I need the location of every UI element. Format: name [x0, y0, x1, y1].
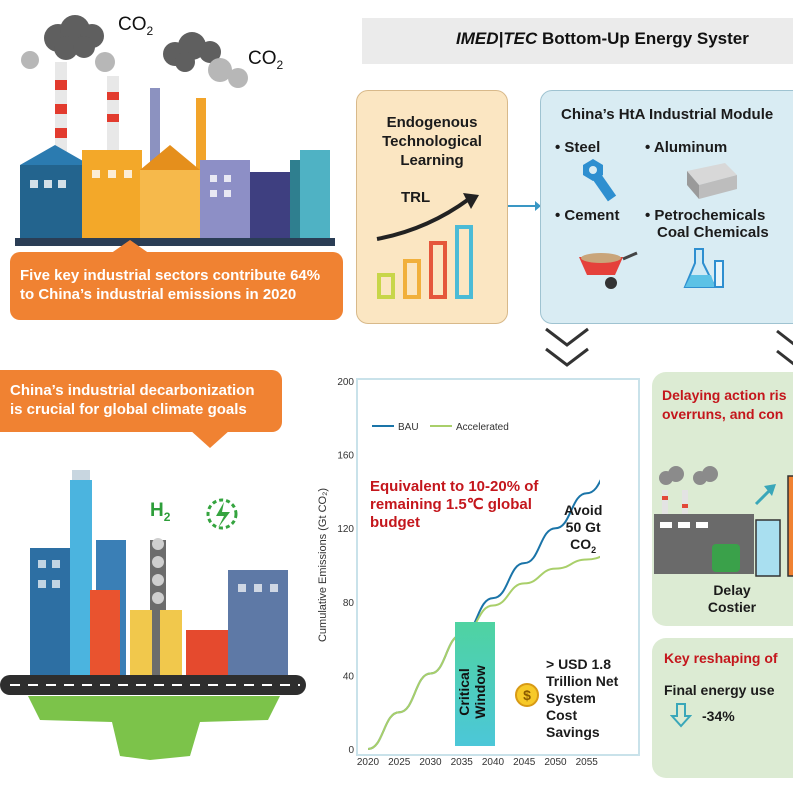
- critical-window-band: [455, 622, 495, 746]
- banner-line-2: to China’s industrial emissions in 2020: [20, 286, 297, 303]
- decarb-line-1: China’s industrial decarbonization: [10, 382, 255, 399]
- avoid-annotation: Avoid 50 Gt CO2: [564, 502, 602, 559]
- savings-annotation: > USD 1.8 Trillion Net System Cost Savin…: [546, 656, 618, 741]
- avoid-line-3: CO2: [570, 536, 597, 555]
- y-tick-label: 160: [337, 451, 354, 462]
- svg-text:$: $: [523, 687, 531, 703]
- h2-label: H2: [150, 500, 171, 524]
- learning-line-1: Endogenous: [386, 114, 478, 131]
- model-name: IMED|TEC: [456, 29, 538, 48]
- factory-emissions-icon: [15, 15, 335, 246]
- chemistry-flask-icon: [683, 248, 724, 288]
- x-tick-label: 2025: [388, 757, 411, 768]
- decarbonization-banner: China’s industrial decarbonization is cr…: [0, 370, 282, 448]
- y-tick-label: 0: [348, 745, 354, 756]
- x-tick-label: 2045: [513, 757, 536, 768]
- industrial-module-box: China’s HtA Industrial Module • Steel • …: [540, 90, 793, 324]
- x-tick-label: 2055: [576, 757, 599, 768]
- green-factory-illustration: H2: [0, 460, 310, 780]
- savings-line-3: System: [546, 690, 596, 706]
- down-arrow-icon: [670, 703, 692, 728]
- critical-line-1: Critical: [456, 668, 472, 716]
- aluminum-ingot-icon: [687, 163, 737, 199]
- right-arrow-icon: [505, 201, 541, 211]
- delay-factory-icon: [654, 466, 793, 577]
- factory-illustration-top: CO2 CO2: [0, 0, 350, 330]
- budget-annotation: Equivalent to 10-20% of remaining 1.5℃ g…: [370, 478, 538, 532]
- y-axis-label: Cumulative Emissions (Gt CO₂): [317, 488, 329, 642]
- final-energy-label: Final energy use: [664, 682, 775, 698]
- decarb-line-2: is crucial for global climate goals: [10, 401, 247, 418]
- delay-line-2: overruns, and con: [662, 406, 784, 422]
- x-tick-label: 2020: [357, 757, 380, 768]
- delay-caption-1: Delay: [713, 582, 751, 598]
- banner-pointer-down-icon: [190, 430, 230, 448]
- y-tick-label: 80: [343, 598, 355, 609]
- page-title: IMED|TEC Bottom-Up Energy Syster: [456, 29, 749, 49]
- module-title: China’s HtA Industrial Module: [561, 106, 774, 123]
- page-title-bar: IMED|TEC Bottom-Up Energy Syster: [362, 18, 793, 64]
- emissions-share-banner: Five key industrial sectors contribute 6…: [10, 240, 343, 320]
- module-item-aluminum: Aluminum: [653, 139, 728, 156]
- banner-pointer-icon: [110, 240, 150, 254]
- clean-industry-icon: [0, 470, 306, 760]
- critical-line-2: Window: [472, 665, 488, 719]
- delay-cost-box: Delaying action ris overruns, and con De…: [652, 372, 793, 626]
- x-tick-label: 2035: [451, 757, 474, 768]
- avoid-line-2: 50 Gt: [565, 519, 601, 535]
- dollar-coin-icon: $: [515, 683, 539, 707]
- learning-line-2: Technological: [382, 133, 482, 150]
- wheelbarrow-icon: [579, 251, 638, 289]
- legend-label: BAU: [398, 422, 419, 433]
- module-item-coal-chemicals: Coal Chemicals: [657, 224, 769, 241]
- bolt-nut-icon: [583, 159, 617, 202]
- y-tick-label: 120: [337, 524, 354, 535]
- savings-line-5: Savings: [546, 724, 600, 740]
- module-item-cement: Cement: [564, 207, 620, 224]
- learning-line-3: Learning: [400, 152, 464, 169]
- y-tick-label: 40: [343, 671, 355, 682]
- reshaping-box: Key reshaping of Final energy use -34%: [652, 638, 793, 778]
- budget-line-1: Equivalent to 10-20% of: [370, 478, 539, 495]
- budget-line-3: budget: [370, 514, 420, 531]
- budget-line-2: remaining 1.5℃ global: [370, 496, 532, 513]
- technological-learning-box: Endogenous Technological Learning TRL: [356, 90, 508, 324]
- x-tick-label: 2050: [544, 757, 567, 768]
- savings-line-4: Cost: [546, 707, 578, 723]
- co2-label-1: CO2: [118, 14, 154, 38]
- double-chevron-down-icon: [545, 327, 589, 367]
- savings-line-2: Trillion Net: [546, 673, 619, 689]
- title-rest: Bottom-Up Energy Syster: [537, 29, 749, 48]
- emissions-chart-svg: 0 40 80 120 160 200 2020 2025 2030 2035 2040 2045 20…: [317, 377, 600, 768]
- reshape-title: Key reshaping of: [664, 650, 778, 666]
- series-line-accelerated: [367, 555, 600, 750]
- x-tick-label: 2040: [482, 757, 505, 768]
- x-tick-label: 2030: [419, 757, 442, 768]
- learning-curve-bars-icon: [376, 193, 479, 299]
- savings-line-1: > USD 1.8: [546, 656, 611, 672]
- double-chevron-down-icon-2: [776, 329, 793, 366]
- co2-label-2: CO2: [248, 48, 284, 72]
- y-tick-label: 200: [337, 377, 354, 388]
- critical-window-label: Critical Window: [456, 662, 496, 722]
- module-item-steel: Steel: [564, 139, 601, 156]
- cumulative-emissions-chart: [356, 378, 640, 756]
- legend-label: Accelerated: [456, 422, 509, 433]
- delay-caption-2: Costier: [707, 599, 757, 615]
- trl-label: TRL: [401, 189, 431, 206]
- banner-line-1: Five key industrial sectors contribute 6…: [20, 267, 321, 284]
- module-item-petrochemicals: Petrochemicals: [654, 207, 766, 224]
- delay-line-1: Delaying action ris: [662, 387, 787, 403]
- final-energy-value: -34%: [702, 708, 735, 724]
- avoid-line-1: Avoid: [564, 502, 603, 518]
